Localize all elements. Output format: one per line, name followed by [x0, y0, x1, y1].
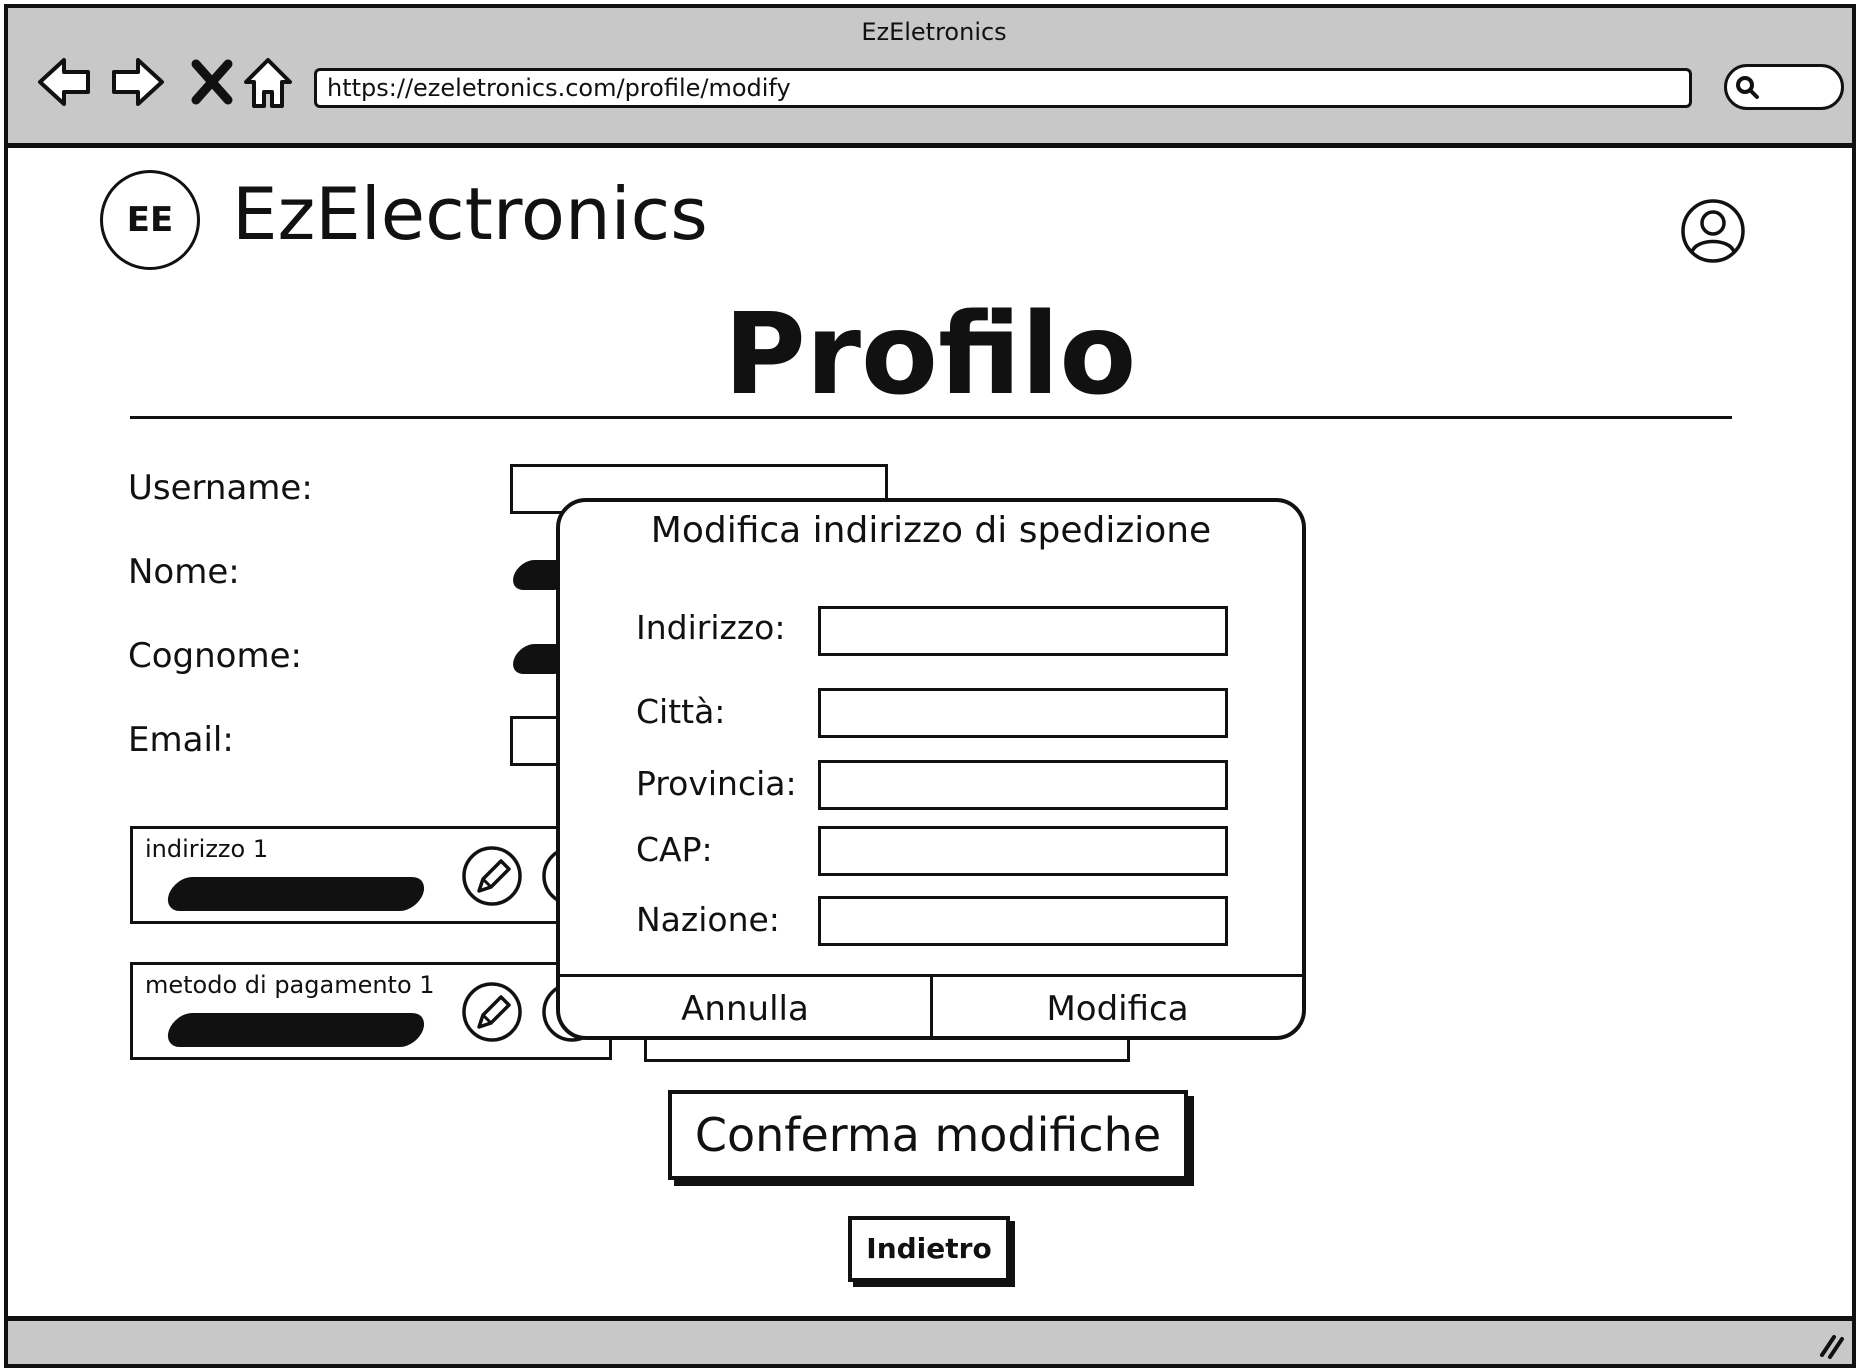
- resize-grip-icon[interactable]: [1816, 1331, 1846, 1359]
- dialog-button-separator: [930, 976, 933, 1036]
- page-title: Profilo: [723, 290, 1137, 420]
- username-label: Username:: [128, 468, 313, 508]
- payment-value-redacted: [162, 1013, 430, 1047]
- browser-status-bar: [4, 1316, 1856, 1368]
- confirm-changes-button[interactable]: Conferma modifiche: [668, 1090, 1188, 1180]
- search-icon: [1736, 76, 1759, 99]
- app-logo: EE: [100, 170, 200, 270]
- edit-shipping-address-dialog: Modifica indirizzo di spedizione Indiriz…: [556, 498, 1306, 1040]
- cancel-button[interactable]: Annulla: [681, 989, 809, 1029]
- edit-pencil-icon[interactable]: [461, 981, 523, 1043]
- citta-input[interactable]: [818, 688, 1228, 738]
- cognome-label: Cognome:: [128, 636, 302, 676]
- user-profile-icon[interactable]: [1680, 198, 1746, 264]
- indirizzo-input[interactable]: [818, 606, 1228, 656]
- address-card-label: indirizzo 1: [145, 835, 269, 863]
- address-value-redacted: [162, 877, 430, 911]
- provincia-input[interactable]: [818, 760, 1228, 810]
- cap-label: CAP:: [636, 830, 713, 869]
- payment-method-card[interactable]: metodo di pagamento 1: [130, 962, 612, 1060]
- back-button[interactable]: Indietro: [848, 1216, 1010, 1282]
- brand-name: EzElectronics: [232, 172, 708, 256]
- forward-arrow-icon[interactable]: [108, 52, 168, 112]
- email-label: Email:: [128, 720, 234, 760]
- stop-icon[interactable]: [184, 52, 244, 112]
- back-arrow-icon[interactable]: [34, 52, 94, 112]
- dialog-title: Modifica indirizzo di spedizione: [650, 510, 1212, 551]
- browser-search-box[interactable]: [1724, 64, 1844, 110]
- browser-toolbar: EzEletronics https://ezeletronics.com/pr…: [4, 4, 1856, 148]
- address-bar[interactable]: https://ezeletronics.com/profile/modify: [314, 68, 1692, 108]
- nazione-label: Nazione:: [636, 900, 780, 939]
- provincia-label: Provincia:: [636, 764, 797, 803]
- cap-input[interactable]: [818, 826, 1228, 876]
- edit-pencil-icon[interactable]: [461, 845, 523, 907]
- citta-label: Città:: [636, 692, 726, 731]
- title-divider: [130, 416, 1732, 419]
- modify-button[interactable]: Modifica: [1046, 989, 1189, 1029]
- payment-card-label: metodo di pagamento 1: [145, 971, 435, 999]
- indirizzo-label: Indirizzo:: [636, 608, 786, 647]
- home-icon[interactable]: [238, 52, 298, 112]
- nazione-input[interactable]: [818, 896, 1228, 946]
- address-card[interactable]: indirizzo 1: [130, 826, 610, 924]
- dialog-footer-divider: [560, 974, 1302, 977]
- window-title: EzEletronics: [861, 18, 1007, 46]
- nome-label: Nome:: [128, 552, 240, 592]
